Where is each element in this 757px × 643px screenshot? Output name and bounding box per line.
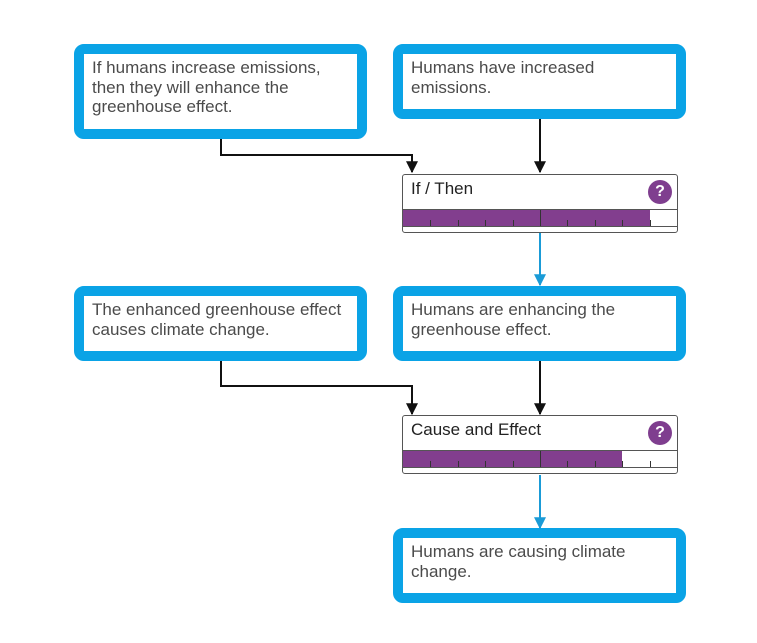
help-icon[interactable]: ? bbox=[648, 421, 672, 445]
conclusion-text: Humans are causing climate change. bbox=[411, 542, 626, 581]
meter-tick bbox=[485, 461, 487, 467]
meter-tick bbox=[430, 461, 432, 467]
premise-humans-increased-emissions[interactable]: Humans have increased emissions. bbox=[393, 44, 686, 119]
meter-tick bbox=[622, 461, 624, 467]
meter-tick bbox=[540, 451, 541, 467]
meter-tick bbox=[649, 461, 651, 467]
meter-tick bbox=[457, 461, 459, 467]
meter-tick bbox=[567, 461, 569, 467]
meter-tick bbox=[512, 220, 514, 226]
premise-if-then-statement[interactable]: If humans increase emissions, then they … bbox=[74, 44, 367, 139]
premise-text: If humans increase emissions, then they … bbox=[92, 58, 321, 116]
meter-tick bbox=[430, 220, 432, 226]
premise-greenhouse-causes-climate[interactable]: The enhanced greenhouse effect causes cl… bbox=[74, 286, 367, 361]
help-icon[interactable]: ? bbox=[648, 180, 672, 204]
meter-tick bbox=[622, 220, 624, 226]
strength-meter[interactable] bbox=[403, 450, 677, 468]
meter-tick bbox=[512, 461, 514, 467]
strength-meter-fill bbox=[403, 210, 650, 226]
premise-text: Humans have increased emissions. bbox=[411, 58, 595, 97]
rule-title: If / Then bbox=[411, 179, 474, 198]
meter-tick bbox=[594, 461, 596, 467]
meter-tick bbox=[567, 220, 569, 226]
rule-title: Cause and Effect bbox=[411, 420, 542, 439]
connector-greenhouse-premise bbox=[220, 359, 418, 416]
meter-tick bbox=[649, 220, 651, 226]
meter-tick bbox=[485, 220, 487, 226]
meter-tick bbox=[540, 210, 541, 226]
strength-meter[interactable] bbox=[403, 209, 677, 227]
conclusion-humans-causing-climate[interactable]: Humans are causing climate change. bbox=[393, 528, 686, 603]
premise-text: The enhanced greenhouse effect causes cl… bbox=[92, 300, 342, 339]
conclusion-humans-enhancing-greenhouse[interactable]: Humans are enhancing the greenhouse effe… bbox=[393, 286, 686, 361]
rule-if-then[interactable]: If / Then ? bbox=[402, 174, 678, 233]
meter-tick bbox=[457, 220, 459, 226]
conclusion-text: Humans are enhancing the greenhouse effe… bbox=[411, 300, 616, 339]
rule-cause-and-effect[interactable]: Cause and Effect ? bbox=[402, 415, 678, 474]
meter-tick bbox=[594, 220, 596, 226]
connector-if-then-premise bbox=[220, 138, 418, 174]
